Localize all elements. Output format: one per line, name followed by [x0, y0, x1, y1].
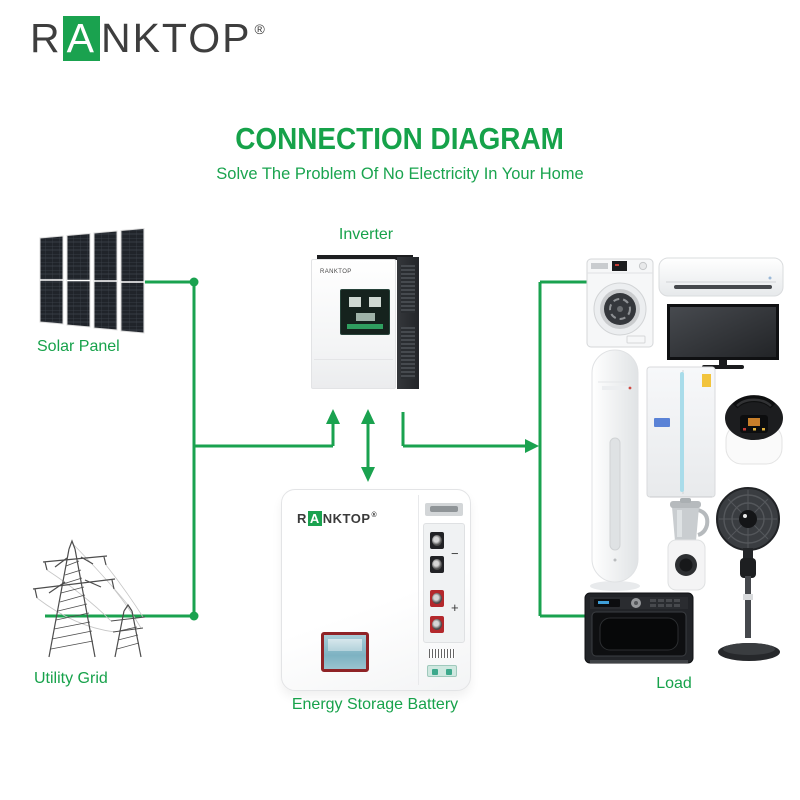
page-subtitle: Solve The Problem Of No Electricity In Y…	[216, 165, 584, 183]
battery-display-screen	[321, 632, 369, 672]
inverter-heatsink	[397, 257, 419, 389]
microwave-oven-icon	[584, 592, 694, 664]
inverter-screen-icon-right	[369, 297, 381, 307]
split-air-conditioner-icon	[658, 257, 784, 297]
battery-handle-slot	[430, 506, 458, 512]
refrigerator-icon	[646, 366, 716, 498]
inverter-vent-top	[401, 265, 415, 313]
battery-switch-connector	[427, 665, 457, 677]
inverter-vent-bottom	[401, 327, 415, 379]
battery-positive-terminal	[430, 616, 444, 633]
inverter-screen-buttons	[347, 324, 383, 329]
registered-trademark-icon: ®	[371, 512, 378, 519]
inverter-label: Inverter	[338, 226, 394, 243]
inverter-illustration: RANKTOP	[311, 255, 419, 391]
battery-label: Energy Storage Battery	[291, 696, 459, 713]
junction-dot-grid	[189, 611, 199, 621]
inverter-brand-text: RANKTOP	[320, 269, 352, 275]
arrow-up-bidirectional-icon	[361, 409, 375, 424]
battery-handle	[425, 503, 463, 516]
inverter-screen-icon-left	[349, 297, 361, 307]
page-title: CONNECTION DIAGRAM	[235, 121, 565, 156]
battery-screen-glare	[328, 639, 362, 651]
floor-standing-air-conditioner-icon	[590, 349, 640, 591]
registered-trademark-icon: ®	[254, 21, 267, 37]
brand-logo-suffix: NKTOP	[100, 15, 252, 61]
negative-symbol: −	[451, 546, 459, 561]
blender-icon	[667, 498, 710, 591]
inverter-seam	[314, 359, 393, 360]
arrow-right-to-load-icon	[525, 439, 539, 453]
positive-symbol: +	[451, 600, 459, 615]
rice-cooker-icon	[725, 395, 783, 465]
arrow-down-bidirectional-icon	[361, 467, 375, 482]
junction-dot-solar	[189, 277, 199, 287]
inverter-front-panel: RANKTOP	[311, 259, 396, 389]
battery-terminal-panel: − +	[423, 497, 467, 685]
arrow-up-into-inverter-icon	[326, 409, 340, 424]
battery-negative-terminal	[430, 556, 444, 573]
battery-terminal-plate: − +	[423, 523, 465, 643]
solar-panel-icon	[39, 227, 145, 334]
inverter-screen-value	[356, 313, 375, 321]
utility-grid-label: Utility Grid	[34, 670, 108, 687]
inverter-display-screen	[340, 289, 390, 335]
solar-panel-label: Solar Panel	[37, 338, 120, 355]
inverter-top-bar	[317, 255, 413, 260]
battery-edge-seam	[418, 495, 419, 685]
brand-logo-prefix: R	[30, 15, 62, 61]
battery-barcode	[429, 649, 455, 658]
brand-logo-a-block: A	[62, 15, 100, 62]
battery-positive-terminal	[430, 590, 444, 607]
television-icon	[667, 304, 779, 369]
battery-negative-terminal	[430, 532, 444, 549]
load-label: Load	[656, 675, 692, 692]
washing-machine-icon	[586, 258, 654, 348]
pedestal-fan-icon	[716, 487, 780, 661]
utility-grid-icon	[32, 539, 146, 658]
